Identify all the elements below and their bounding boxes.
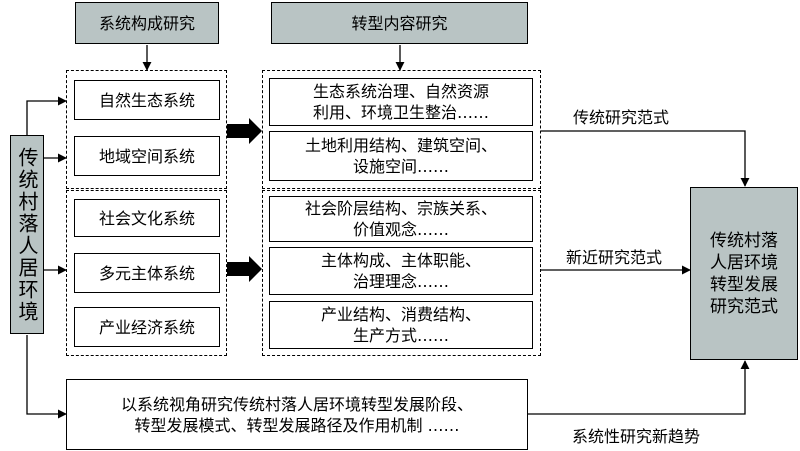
content-box-culture: 社会阶层结构、宗族关系、 价值观念…… bbox=[269, 196, 533, 242]
content-box-economy: 产业结构、消费结构、 生产方式…… bbox=[269, 301, 533, 349]
environment-label: 传统村落人居环境 bbox=[15, 146, 39, 323]
content-label: 产业结构、消费结构、 生产方式…… bbox=[320, 305, 481, 345]
system-group-top bbox=[66, 70, 227, 189]
environment-box: 传统村落人居环境 bbox=[10, 135, 44, 334]
system-box-natural-ecology: 自然生态系统 bbox=[74, 80, 220, 120]
content-label: 社会阶层结构、宗族关系、 价值观念…… bbox=[304, 199, 497, 239]
system-label: 地域空间系统 bbox=[98, 146, 195, 166]
header-transformation-content: 转型内容研究 bbox=[271, 2, 528, 44]
content-label: 主体构成、主体职能、 治理理念…… bbox=[320, 251, 481, 291]
systematic-research-label: 以系统视角研究传统村落人居环境转型发展阶段、 转型发展模式、转型发展路径及作用机… bbox=[120, 394, 473, 435]
header-system-composition: 系统构成研究 bbox=[75, 2, 219, 44]
system-box-regional-space: 地域空间系统 bbox=[74, 136, 220, 176]
arrow-traditional bbox=[541, 130, 750, 187]
result-paradigm-box: 传统村落 人居环境 转型发展 研究范式 bbox=[690, 187, 798, 360]
systematic-research-box: 以系统视角研究传统村落人居环境转型发展阶段、 转型发展模式、转型发展路径及作用机… bbox=[66, 379, 528, 450]
content-box-space: 土地利用结构、建筑空间、 设施空间…… bbox=[269, 131, 533, 181]
label-recent-paradigm: 新近研究范式 bbox=[566, 248, 663, 267]
system-group-bottom bbox=[66, 190, 227, 356]
thick-arrow-bottom bbox=[227, 256, 262, 282]
content-label: 土地利用结构、建筑空间、 设施空间…… bbox=[304, 136, 497, 176]
system-label: 自然生态系统 bbox=[98, 90, 195, 110]
system-box-industrial-economy: 产业经济系统 bbox=[74, 307, 220, 347]
system-label: 产业经济系统 bbox=[98, 317, 195, 337]
system-box-social-culture: 社会文化系统 bbox=[74, 199, 220, 237]
content-group-top bbox=[262, 70, 541, 189]
system-box-multiple-subjects: 多元主体系统 bbox=[74, 253, 220, 293]
content-box-subjects: 主体构成、主体职能、 治理理念…… bbox=[269, 247, 533, 295]
system-label: 社会文化系统 bbox=[98, 208, 195, 228]
content-box-ecology: 生态系统治理、自然资源 利用、环境卫生整治…… bbox=[269, 78, 533, 126]
arrow-env-to-top-group bbox=[26, 96, 67, 135]
content-label: 生态系统治理、自然资源 利用、环境卫生整治…… bbox=[312, 82, 489, 122]
header-transformation-content-label: 转型内容研究 bbox=[351, 13, 448, 33]
label-new-trend: 系统性研究新趋势 bbox=[572, 427, 701, 446]
result-paradigm-label: 传统村落 人居环境 转型发展 研究范式 bbox=[710, 230, 778, 317]
header-system-composition-label: 系统构成研究 bbox=[98, 13, 195, 33]
arrow-new-trend bbox=[528, 360, 750, 415]
system-label: 多元主体系统 bbox=[98, 263, 195, 283]
label-traditional-paradigm: 传统研究范式 bbox=[573, 108, 670, 127]
thick-arrow-top bbox=[227, 118, 262, 144]
content-group-bottom bbox=[262, 190, 541, 356]
arrow-env-to-bottom-box bbox=[26, 335, 67, 419]
